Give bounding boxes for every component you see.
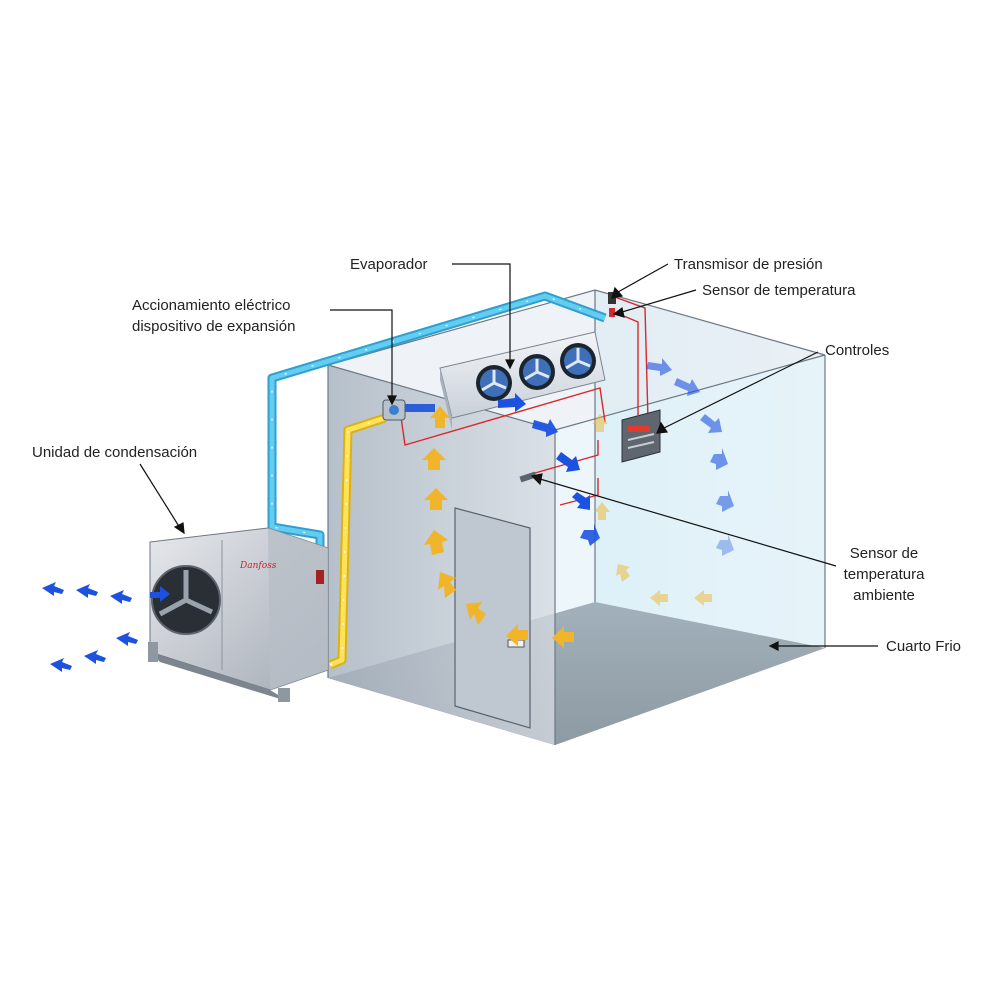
- leader-condensacion: [139, 463, 185, 535]
- warm-air-arrow: [422, 448, 446, 470]
- warm-air-arrow: [466, 602, 486, 625]
- leader-controles: [656, 351, 819, 434]
- leader-cuarto: [768, 641, 878, 651]
- cold-air-arrow: [498, 393, 526, 412]
- liquid-pipe: [328, 413, 387, 670]
- fan-icon: [476, 365, 512, 401]
- condenser-icon: Danfoss: [148, 527, 329, 702]
- warm-air-arrow: [694, 590, 712, 606]
- label-pressure-transmitter: Transmisor de presión: [674, 256, 823, 273]
- cold-air-arrow: [674, 378, 700, 396]
- warm-air-arrow: [552, 626, 574, 648]
- label-cold-room: Cuarto Frio: [886, 638, 962, 655]
- warm-air-arrow: [424, 530, 448, 555]
- exhaust-arrow: [116, 632, 138, 646]
- ambient-sensor: [519, 471, 537, 483]
- exhaust-arrow: [42, 582, 64, 596]
- brand-logo: Danfoss: [239, 561, 277, 571]
- fan-icon: [560, 343, 596, 379]
- cold-air-arrow: [572, 492, 590, 510]
- warm-air-arrow: [616, 564, 630, 582]
- cold-air-arrow: [556, 452, 580, 472]
- warm-air-arrow: [592, 414, 608, 432]
- exhaust-arrow: [76, 584, 98, 598]
- cold-air-arrow: [532, 419, 558, 437]
- warm-air-arrow: [438, 572, 456, 598]
- label-ambient-line2: temperatura: [843, 566, 925, 583]
- leader-ambiente: [530, 473, 837, 567]
- label-evaporator: Evaporador: [350, 256, 428, 273]
- controller-icon: [621, 409, 661, 463]
- label-expansion-line2: dispositivo de expansión: [132, 318, 296, 335]
- leader-lines: [139, 263, 878, 651]
- room-door: [454, 507, 531, 729]
- fan-icon: [519, 354, 555, 390]
- cold-air-flow: [498, 358, 734, 556]
- cold-air-arrow: [716, 534, 734, 556]
- warm-air-arrow: [650, 590, 668, 606]
- warm-air-arrow: [506, 624, 528, 646]
- cold-air-arrow: [716, 490, 734, 512]
- exhaust-arrow: [150, 586, 170, 602]
- leader-pressure: [611, 263, 669, 299]
- exhaust-arrow: [84, 650, 106, 664]
- label-condensing-unit: Unidad de condensación: [32, 444, 198, 461]
- evaporator-unit: [439, 331, 606, 430]
- leader-temperature: [612, 289, 697, 318]
- warm-air-arrow: [424, 488, 448, 510]
- cold-air-arrow: [710, 448, 728, 470]
- condenser-airflow: [42, 582, 170, 672]
- leader-evaporador: [452, 263, 515, 370]
- exhaust-arrow: [110, 590, 132, 604]
- label-expansion-line1: Accionamiento eléctrico: [132, 297, 291, 314]
- leader-expansion: [330, 309, 397, 406]
- temperature-sensor: [609, 308, 615, 317]
- label-ambient-line3: ambiente: [853, 587, 915, 604]
- warm-air-arrow: [430, 406, 450, 428]
- cold-air-arrow: [580, 524, 600, 546]
- warm-air-flow: [422, 406, 712, 648]
- warm-air-arrow: [594, 502, 610, 520]
- exhaust-arrow: [50, 658, 72, 672]
- label-controls: Controles: [825, 342, 890, 359]
- cold-air-arrow: [700, 414, 722, 433]
- label-ambient-line1: Sensor de: [849, 545, 919, 562]
- label-temperature-sensor: Sensor de temperatura: [702, 282, 856, 299]
- cold-air-arrow: [646, 358, 672, 376]
